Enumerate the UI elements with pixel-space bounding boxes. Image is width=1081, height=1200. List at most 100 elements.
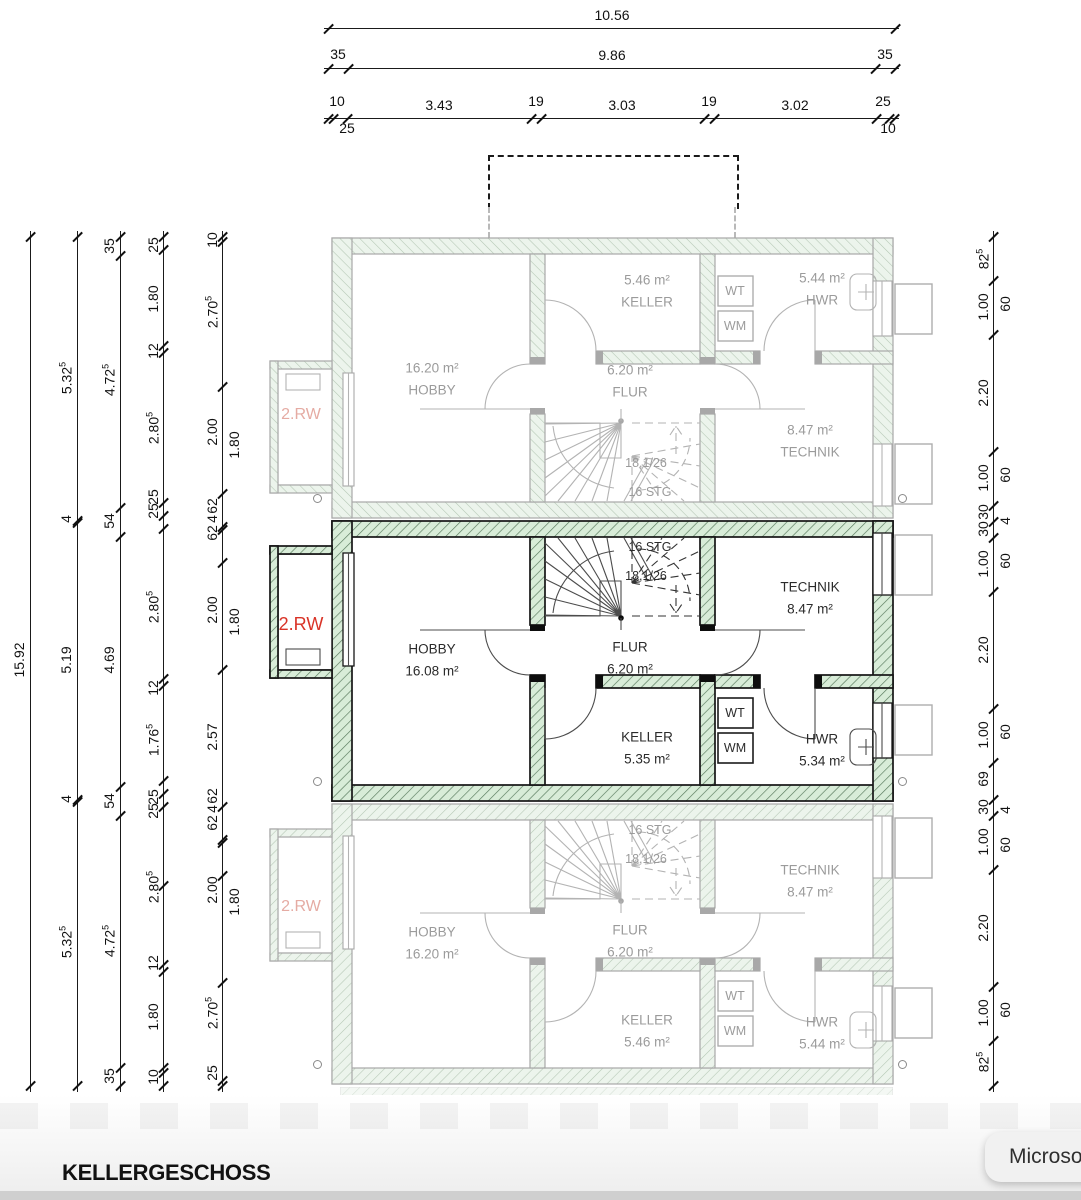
dim-label: 5.325 [57,925,75,959]
sink-fixture [849,273,877,311]
well-ladder [285,373,321,391]
dim-label: 62 [204,815,220,831]
room-label-hobby: HOBBY [408,641,456,657]
dim-label: 2.20 [975,379,991,407]
appliance-label-upper: WT [725,705,745,720]
dim-label: 30 [975,799,991,815]
dim-label: 4 [204,515,220,523]
stairwell-wall-left [529,819,546,909]
room-label-technik: TECHNIK [780,579,840,595]
dim-label: 2.00 [204,418,220,446]
room-label-technik: TECHNIK [780,862,840,878]
dim-label: 1.00 [975,293,991,321]
dim-label: 35 [101,1068,117,1084]
room-area-hwr: 5.44 m² [799,1036,845,1052]
dim-label: 4 [58,795,74,803]
room-area-flur: 6.20 m² [607,944,653,960]
dim-label: 12 [145,680,161,696]
window-right-upper [872,443,893,507]
dim-label: 62 [204,525,220,541]
dim-label: 4.725 [100,924,118,958]
dim-label: 4 [204,805,220,813]
stairwell-wall-right [699,413,716,503]
wall-top [331,803,894,821]
dim-label: 10 [204,232,220,248]
closet-wall [699,674,716,786]
dim-label: 1.80 [226,431,242,459]
appliance-box-upper [717,697,754,729]
dim-label: 1.00 [975,721,991,749]
bottom-edge-bar [0,1191,1081,1200]
stairwell-wall-right [699,819,716,909]
dim-label: 4 [997,517,1013,525]
window-right-upper [872,815,893,879]
room-area-hobby: 16.20 m² [405,360,459,376]
appliance-box-upper [717,980,754,1012]
dim-label: 1.765 [144,723,162,757]
room-area-hobby: 16.08 m² [405,663,459,679]
window-well-lower [894,283,933,335]
door-technik [714,363,805,410]
keller-wall-left [529,253,546,365]
window-well-lower [894,704,933,756]
door-hobby [420,629,531,676]
dim-label: 30 [975,504,991,520]
room-area-flur: 6.20 m² [607,661,653,677]
dim-label: 35 [877,46,893,62]
dim-label: 1.80 [226,888,242,916]
stairs-label-steps: 16 STG [628,822,672,837]
hwr-wall-top-b [814,957,894,972]
dim-label: 62 [204,498,220,514]
appliance-box-lower [717,275,754,307]
upper-unit: HOBBY 16.20 m² FLUR 6.20 m² TECHNIK 8.47… [269,237,933,519]
dim-chain-line [163,231,165,1092]
dim-chain-line [222,231,224,1092]
dim-label: 60 [997,837,1013,853]
dim-chain-line [324,28,899,30]
dim-chain-line [993,231,995,1092]
microsoft-overlay-button[interactable]: Microso [985,1132,1081,1182]
dim-label: 25 [145,237,161,253]
dim-label: 10 [880,120,896,136]
drain-circle-right [898,1060,907,1069]
drawing-title: KELLERGESCHOSS [62,1160,271,1185]
room-area-hobby: 16.20 m² [405,946,459,962]
dim-label: 1.00 [975,550,991,578]
dim-label: 1.80 [145,1003,161,1031]
dim-label: 9.86 [598,47,626,63]
door-hobby [420,912,531,959]
drain-circle-left [313,777,322,786]
projection-dashed-continuation-left [488,207,490,238]
well-ladder [285,648,321,666]
dim-label: 5.19 [58,646,74,674]
staircase [544,409,701,502]
room-area-technik: 8.47 m² [787,601,833,617]
wall-bottom [331,237,894,255]
dim-label: 1.80 [226,608,242,636]
staircase [544,537,701,630]
dim-label: 4 [58,515,74,523]
dim-chain-line [120,231,122,1092]
keller-wall-top [595,674,701,689]
dim-label: 2.00 [204,596,220,624]
window-right-lower [872,985,893,1042]
dim-label: 2.805 [144,590,162,624]
unit-geometry [269,237,933,519]
room-label-hobby: HOBBY [408,924,456,940]
room-label-flur: FLUR [612,639,648,655]
dim-label: 1.00 [975,828,991,856]
room-area-technik: 8.47 m² [787,422,833,438]
closet-wall [699,957,716,1069]
room-label-flur: FLUR [612,384,648,400]
dim-label: 15.92 [11,642,27,678]
door-keller [544,687,597,740]
dim-label: 69 [975,771,991,787]
dim-label: 2.805 [144,870,162,904]
door-technik [714,912,805,959]
appliance-label-lower: WM [723,740,747,755]
stairwell-wall-right [699,536,716,626]
dim-label: 2.805 [144,411,162,445]
room-area-hwr: 5.44 m² [799,270,845,286]
dim-label: 10 [145,1069,161,1085]
